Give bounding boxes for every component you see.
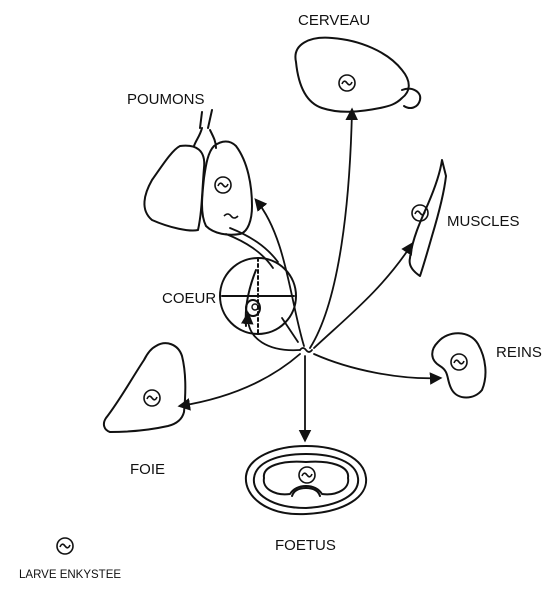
lungs-organ [144, 110, 252, 235]
label-coeur: COEUR [162, 290, 216, 307]
larva-icon [412, 205, 428, 221]
label-foetus: FOETUS [275, 537, 336, 554]
legend-larva [57, 538, 73, 554]
muscle-organ [410, 160, 446, 276]
larva-icon [299, 467, 315, 483]
brain-organ [295, 38, 420, 112]
label-larve: LARVE ENKYSTEE [19, 569, 121, 581]
label-poumons: POUMONS [127, 91, 205, 108]
larva-icon [144, 390, 160, 406]
label-muscles: MUSCLES [447, 213, 520, 230]
larva-icon [451, 354, 467, 370]
liver-organ [104, 343, 185, 432]
label-foie: FOIE [130, 461, 165, 478]
larva-icon [339, 75, 355, 91]
larva-icon [215, 177, 231, 193]
kidney-organ [432, 333, 485, 397]
fetus-organ [246, 446, 366, 514]
migration-arrows [180, 110, 440, 440]
label-reins: REINS [496, 344, 542, 361]
label-cerveau: CERVEAU [298, 12, 370, 29]
larva-icon [57, 538, 73, 554]
